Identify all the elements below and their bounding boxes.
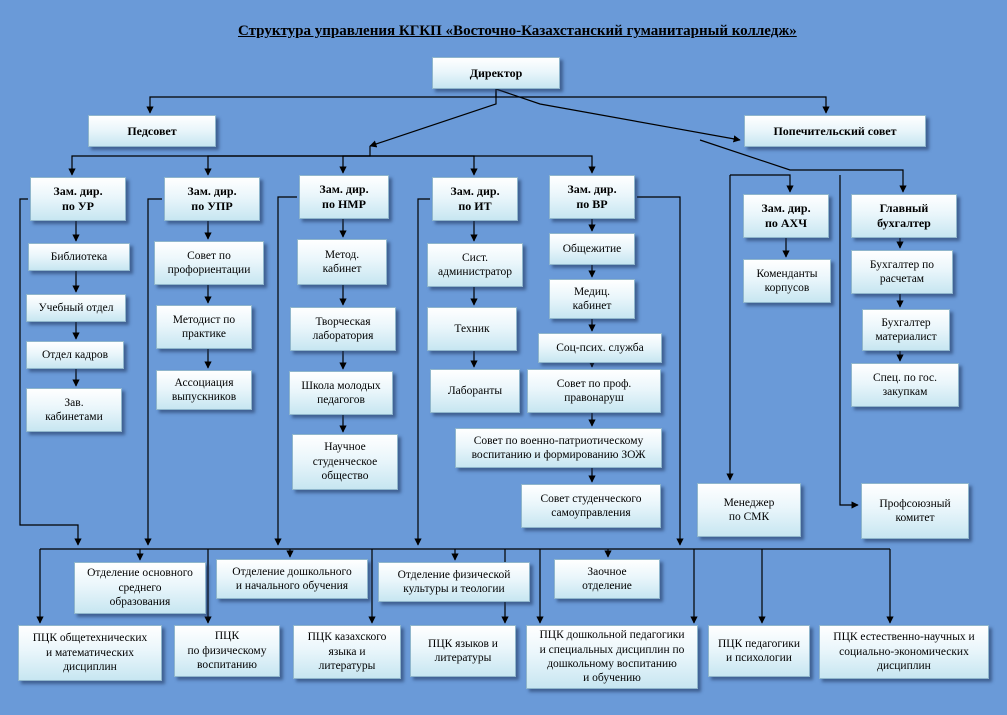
node-menedzher: Менеджер по СМК <box>697 483 801 537</box>
node-pck-kaz: ПЦК казахского языка и литературы <box>293 625 401 679</box>
node-metod-kab: Метод. кабинет <box>297 239 387 285</box>
node-otd-fiz: Отделение физической культуры и теологии <box>378 562 530 602</box>
node-sovet-voen: Совет по военно-патриотическому воспитан… <box>455 428 662 468</box>
node-sovet-pravonar: Совет по проф. правонаруш <box>527 369 661 413</box>
node-buh-mat: Бухгалтер материалист <box>862 309 950 351</box>
node-zam-ahch: Зам. дир. по АХЧ <box>743 194 829 238</box>
node-zaochnoe: Заочное отделение <box>554 559 660 599</box>
node-metodist: Методист по практике <box>156 305 252 349</box>
node-sist-admin: Сист. администратор <box>427 243 523 287</box>
node-pck-dosh: ПЦК дошкольной педагогики и специальных … <box>526 625 698 689</box>
node-zam-upr: Зам. дир. по УПР <box>164 177 260 221</box>
connector-5 <box>204 155 370 176</box>
connector-4 <box>68 146 371 176</box>
node-buh-raschet: Бухгалтер по расчетам <box>851 250 953 294</box>
connector-7 <box>370 155 478 176</box>
connector-37 <box>274 196 297 546</box>
connector-10 <box>730 174 794 193</box>
node-tvorch-lab: Творческая лаборатория <box>290 307 396 351</box>
node-popech: Попечительский совет <box>744 115 926 147</box>
connector-41 <box>839 175 859 509</box>
node-pedsovet: Педсовет <box>88 115 216 147</box>
node-biblioteka: Библиотека <box>28 243 130 271</box>
node-zav-kab: Зав. кабинетами <box>26 388 122 432</box>
connector-8 <box>370 155 596 174</box>
node-associacia: Ассоциация выпускников <box>156 370 252 410</box>
node-tehnik: Техник <box>427 307 517 351</box>
node-zam-it: Зам. дир. по ИТ <box>432 177 518 221</box>
node-med-kab: Медиц. кабинет <box>549 279 635 319</box>
connector-0 <box>146 89 497 114</box>
node-spec-zakup: Спец. по гос. закупкам <box>851 363 959 407</box>
node-pck-yaz: ПЦК языков и литературы <box>410 625 516 677</box>
node-glav-buh: Главный бухгалтер <box>851 194 957 238</box>
node-soc-psih: Соц-псих. служба <box>538 333 662 363</box>
node-otd-osn: Отделение основного среднего образования <box>74 562 206 614</box>
node-laboranty: Лаборанты <box>430 369 520 413</box>
connector-36 <box>144 198 162 546</box>
node-zam-nmr: Зам. дир. по НМР <box>299 175 389 219</box>
node-zam-vr: Зам. дир. по ВР <box>549 175 635 219</box>
node-pck-est: ПЦК естественно-научных и социально-экон… <box>819 625 989 679</box>
node-otdel-kadrov: Отдел кадров <box>26 341 124 369</box>
node-zam-ur: Зам. дир. по УР <box>30 177 126 221</box>
node-sovet-prof: Совет по профориентации <box>154 241 264 285</box>
node-profsoyuz: Профсоюзный комитет <box>861 483 969 539</box>
connector-39 <box>637 196 684 546</box>
node-komendanty: Коменданты корпусов <box>743 259 831 303</box>
node-pck-fiz: ПЦК по физическому воспитанию <box>174 625 280 677</box>
node-pck-ped: ПЦК педагогики и психологии <box>708 625 810 677</box>
node-obshezhitie: Общежитие <box>549 233 635 265</box>
node-pck-obsh: ПЦК общетехнических и математических дис… <box>18 625 162 681</box>
node-otd-dosh: Отделение дошкольного и начального обуче… <box>216 559 368 599</box>
connector-9 <box>699 139 907 193</box>
connector-38 <box>414 198 430 546</box>
connector-1 <box>496 96 830 114</box>
connector-6 <box>339 155 370 174</box>
node-nauch: Научное студенческое общество <box>292 434 398 490</box>
node-sovet-stud: Совет студенческого самоуправления <box>521 484 661 528</box>
node-uch-otdel: Учебный отдел <box>26 294 126 322</box>
chart-title: Структура управления КГКП «Восточно-Каза… <box>238 23 797 39</box>
connector-3 <box>495 88 741 143</box>
connector-35 <box>19 198 82 546</box>
node-director: Директор <box>432 57 560 89</box>
connector-2 <box>369 89 497 148</box>
node-shkola: Школа молодых педагогов <box>289 371 393 415</box>
